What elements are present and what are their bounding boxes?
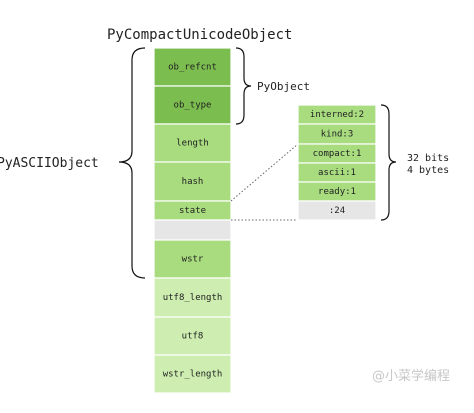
bits-bracket — [380, 104, 397, 221]
state-bitfield-box: interned:2 kind:3 compact:1 ascii:1 read… — [297, 104, 377, 221]
main-field-1-label: ob_type — [174, 101, 212, 111]
main-field-4: state — [153, 200, 232, 221]
state-bit-5: :24 — [297, 200, 377, 221]
pyobject-label: PyObject — [257, 80, 310, 93]
main-structure: ob_refcnt ob_type length hash state — [153, 47, 232, 394]
main-field-5-box — [153, 219, 232, 241]
bits-label-line-1: 32 bits — [407, 153, 449, 164]
main-field-5 — [153, 219, 232, 241]
state-bit-3-label: ascii:1 — [318, 168, 356, 178]
bits-label-line-2: 4 bytes — [407, 165, 449, 176]
main-field-8-label: utf8 — [182, 332, 204, 342]
main-field-6-label: wstr — [182, 255, 204, 265]
pyasciiobject-label: PyASCIIObject — [0, 156, 99, 171]
state-bit-1-label: kind:3 — [321, 130, 354, 140]
main-field-8-box — [153, 316, 232, 356]
state-bit-0-label: interned:2 — [310, 110, 364, 120]
diagram-title: PyCompactUnicodeObject — [107, 27, 292, 43]
state-bit-5-label: :24 — [329, 206, 345, 216]
state-bit-3: ascii:1 — [297, 162, 377, 183]
state-bit-4-label: ready:1 — [318, 187, 356, 197]
state-bit-2: compact:1 — [297, 143, 377, 164]
main-field-8: utf8 — [153, 316, 232, 356]
state-bit-1: kind:3 — [297, 123, 377, 145]
main-field-9-box — [153, 354, 232, 394]
main-field-2: length — [153, 123, 232, 163]
state-bit-2-label: compact:1 — [313, 149, 362, 159]
main-field-0-box — [153, 47, 232, 87]
state-bit-5-box — [297, 200, 377, 221]
main-field-9: wstr_length — [153, 354, 232, 394]
main-field-9-label: wstr_length — [163, 370, 223, 380]
watermark-text: @小菜学编程 — [372, 368, 450, 384]
main-field-6: wstr — [153, 239, 232, 279]
state-connector-top — [230, 143, 299, 202]
state-bit-0: interned:2 — [297, 104, 377, 125]
main-field-1: ob_type — [153, 85, 232, 125]
main-field-3: hash — [153, 161, 232, 202]
pyobject-bracket — [235, 47, 252, 125]
main-field-0-label: ob_refcnt — [168, 63, 217, 73]
main-field-1-box — [153, 85, 232, 125]
main-field-3-label: hash — [182, 177, 204, 187]
main-field-2-label: length — [176, 139, 209, 149]
main-field-0: ob_refcnt — [153, 47, 232, 87]
main-field-3-box — [153, 161, 232, 202]
main-field-7: utf8_length — [153, 277, 232, 318]
main-field-7-label: utf8_length — [163, 293, 223, 303]
pyasciiobject-bracket — [118, 47, 146, 279]
main-field-4-label: state — [179, 206, 206, 216]
state-bit-4: ready:1 — [297, 181, 377, 202]
